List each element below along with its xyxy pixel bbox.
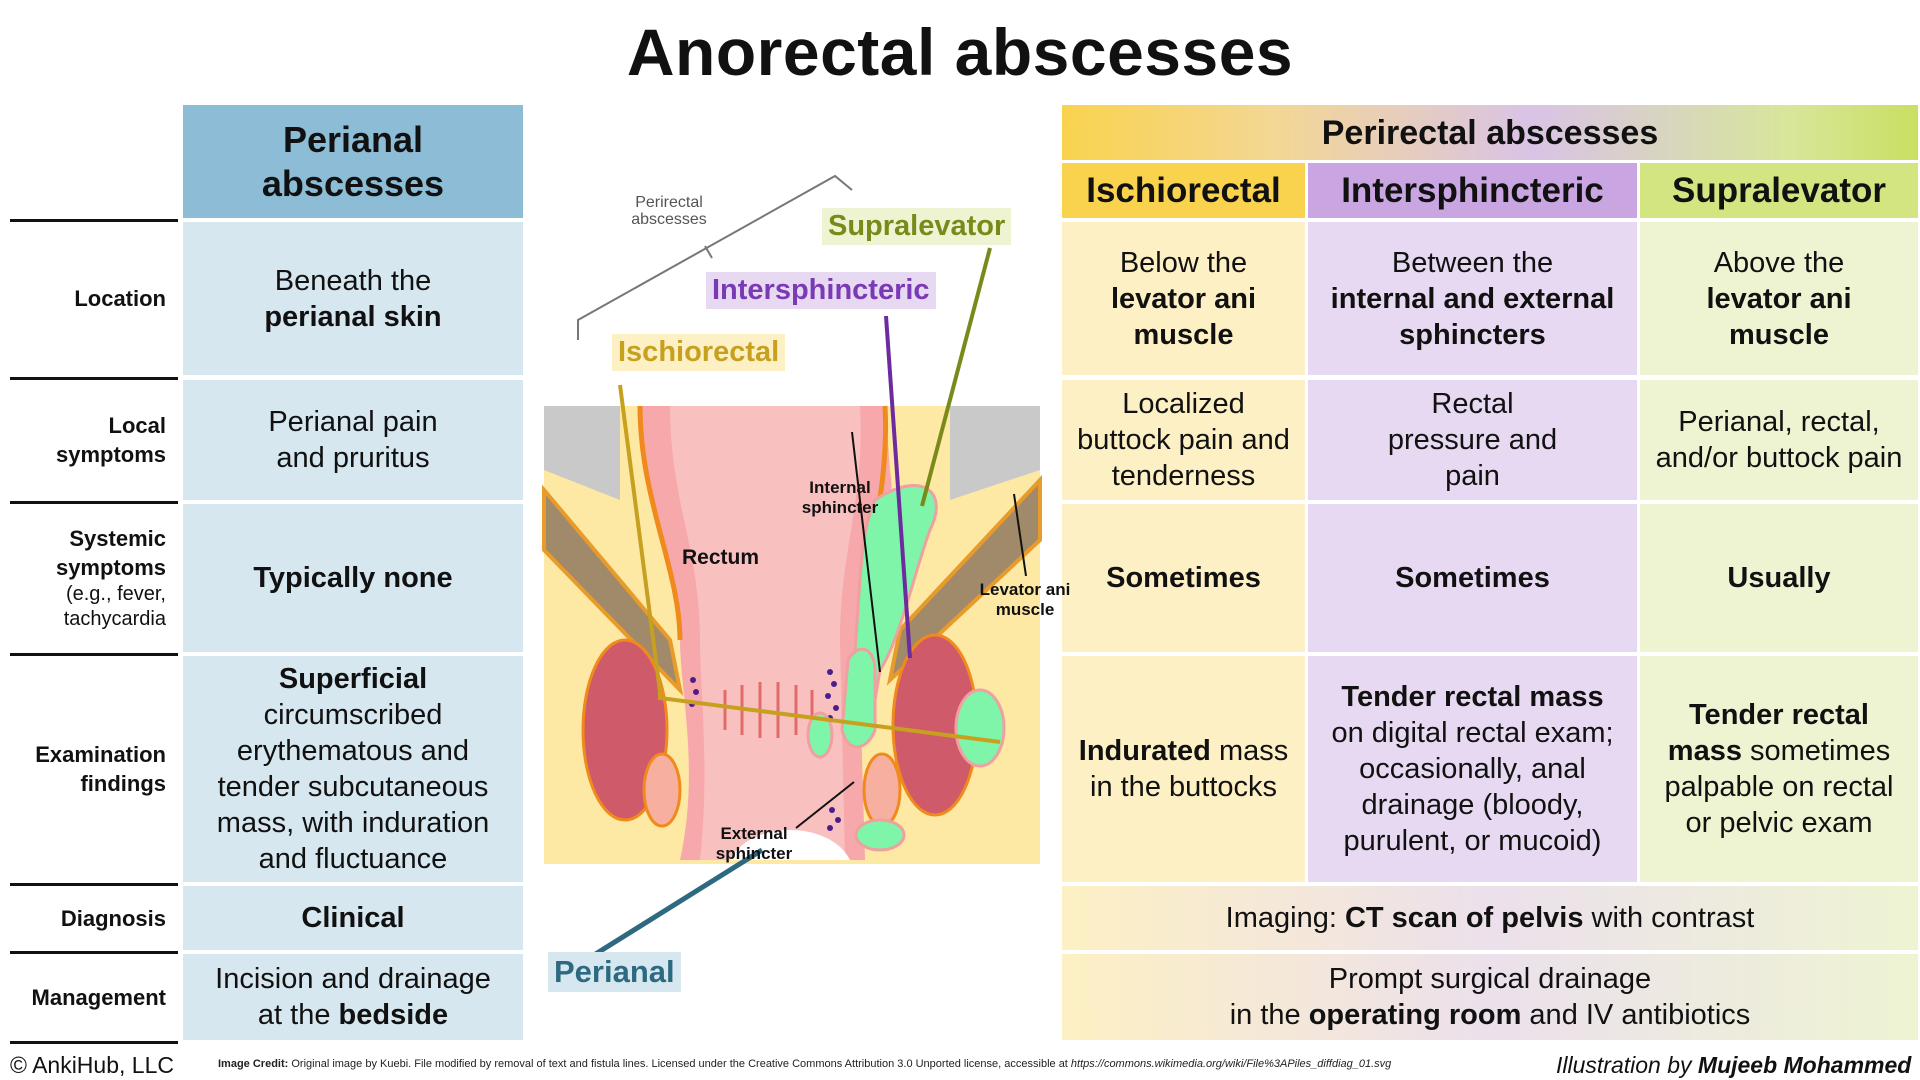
label-ischiorectal: Ischiorectal	[612, 334, 786, 371]
perianal-header: Perianal abscesses	[183, 105, 523, 218]
supralevator-header: Supralevator	[1640, 163, 1918, 218]
ischiorectal-header: Ischiorectal	[1062, 163, 1305, 218]
perianal-examination-findings: Superficial circumscribed erythematous a…	[183, 656, 523, 882]
row-divider	[10, 951, 178, 954]
ischiorectal-systemic-symptoms: Sometimes	[1062, 504, 1305, 652]
intersphincteric-header: Intersphincteric	[1308, 163, 1637, 218]
perirectal-management: Prompt surgical drainage in the operatin…	[1062, 954, 1918, 1040]
ischiorectal-location: Below the levator ani muscle	[1062, 222, 1305, 375]
row-label-examination-findings: Examination findings	[35, 742, 166, 796]
label-internal-sphincter: Internal sphincter	[801, 478, 879, 517]
illustration-credit: Illustration by Mujeeb Mohammed	[1556, 1052, 1912, 1078]
label-levator-ani: Levator ani muscle	[979, 580, 1071, 619]
bracket-label: Perirectal abscesses	[631, 194, 707, 228]
intersphincteric-local-symptoms: Rectal pressure and pain	[1308, 380, 1637, 500]
row-divider	[10, 501, 178, 504]
label-perianal: Perianal	[548, 952, 681, 992]
supralevator-examination-findings: Tender rectal mass sometimes palpable on…	[1640, 656, 1918, 882]
row-divider	[10, 653, 178, 656]
row-label-diagnosis: Diagnosis	[60, 905, 166, 931]
perianal-diagnosis: Clinical	[183, 886, 523, 950]
label-intersphincteric: Intersphincteric	[706, 272, 936, 309]
label-supralevator: Supralevator	[822, 208, 1012, 245]
perianal-local-symptoms: Perianal pain and pruritus	[183, 380, 523, 500]
label-rectum: Rectum	[682, 546, 760, 569]
intersphincteric-location: Between the internal and external sphinc…	[1308, 222, 1637, 375]
row-divider	[10, 377, 178, 380]
row-divider	[10, 883, 178, 886]
label-external-sphincter: External sphincter	[715, 824, 793, 863]
perirectal-header: Perirectal abscesses	[1062, 105, 1918, 160]
perianal-location: Beneath the perianal skin	[183, 222, 523, 375]
copyright: © AnkiHub, LLC	[10, 1052, 174, 1078]
row-label-local-symptoms: Local symptoms	[55, 413, 167, 467]
row-label-location: Location	[74, 286, 166, 311]
intersphincteric-examination-findings: Tender rectal mass on digital rectal exa…	[1308, 656, 1637, 882]
intersphincteric-systemic-symptoms: Sometimes	[1308, 504, 1637, 652]
perirectal-diagnosis: Imaging: CT scan of pelvis with contrast	[1062, 886, 1918, 950]
perianal-management: Incision and drainage at the bedside	[183, 954, 523, 1040]
supralevator-location: Above the levator ani muscle	[1640, 222, 1918, 375]
supralevator-systemic-symptoms: Usually	[1640, 504, 1918, 652]
ischiorectal-local-symptoms: Localized buttock pain and tenderness	[1062, 380, 1305, 500]
ischiorectal-examination-findings: Indurated mass in the buttocks	[1062, 656, 1305, 882]
row-divider	[10, 1041, 178, 1044]
row-label-systemic-symptoms: Systemic symptoms (e.g., fever, tachycar…	[55, 526, 166, 630]
row-divider	[10, 219, 178, 222]
image-credit: Image Credit: Original image by Kuebi. F…	[218, 1058, 1392, 1070]
perianal-systemic-symptoms: Typically none	[183, 504, 523, 652]
supralevator-local-symptoms: Perianal, rectal, and/or buttock pain	[1640, 380, 1918, 500]
row-label-management: Management	[31, 984, 166, 1010]
page-title: Anorectal abscesses	[626, 15, 1294, 89]
anorectal-illustration	[542, 174, 1042, 973]
